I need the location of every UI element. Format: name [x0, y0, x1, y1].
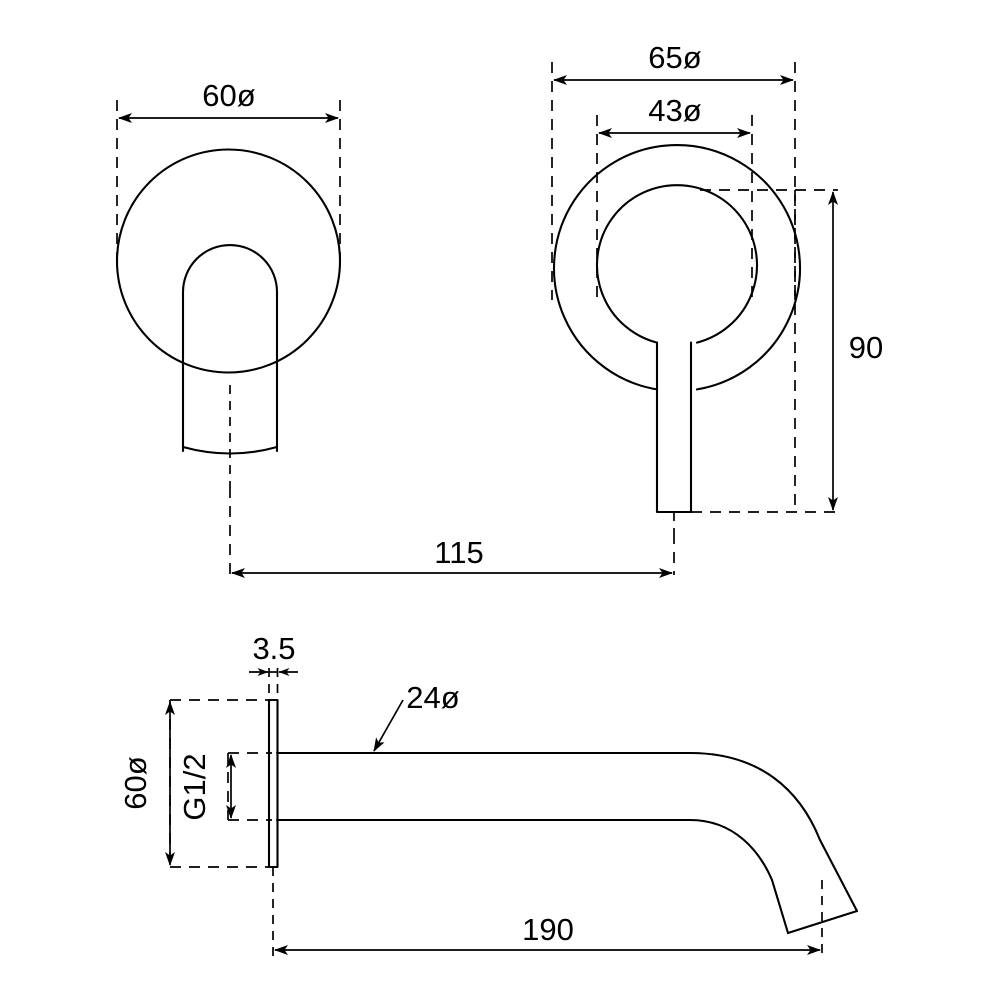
dim-label-thread: G1/2 [177, 753, 212, 820]
spout-tube-inner-profile [275, 818, 790, 935]
view-centre-spacing: 115 [229, 487, 675, 578]
dim-label-handle-height: 90 [849, 330, 883, 365]
rose-outer-arc [552, 143, 802, 391]
view-spout: 3.5 60ø G1/2 24ø [118, 631, 859, 960]
dim-label-tube-dia: 24ø [406, 680, 459, 715]
view-side-handle: 65ø 43ø 90 [551, 40, 883, 533]
dim-label-projection: 190 [522, 912, 574, 947]
handle-plate-circle [115, 148, 342, 374]
spout-outlet-face [786, 909, 859, 935]
dim-label-hub-dia: 43ø [648, 93, 701, 128]
leader-line-tube-dia [373, 699, 404, 752]
spout-wall-flange [267, 698, 279, 869]
handle-stem-outline [655, 341, 693, 514]
dim-label-plate-dia: 60ø [202, 78, 255, 113]
dim-label-flange-dia: 60ø [118, 756, 153, 809]
handle-lever-outline [181, 243, 279, 453]
spout-tube-outer-profile [275, 751, 859, 913]
dim-label-flange-thickness: 3.5 [252, 631, 295, 666]
dim-label-centres: 115 [434, 535, 483, 570]
hub-inner-arc [595, 184, 759, 344]
dim-label-rose-dia: 65ø [648, 40, 701, 75]
view-front-handle: 60ø [115, 78, 342, 487]
